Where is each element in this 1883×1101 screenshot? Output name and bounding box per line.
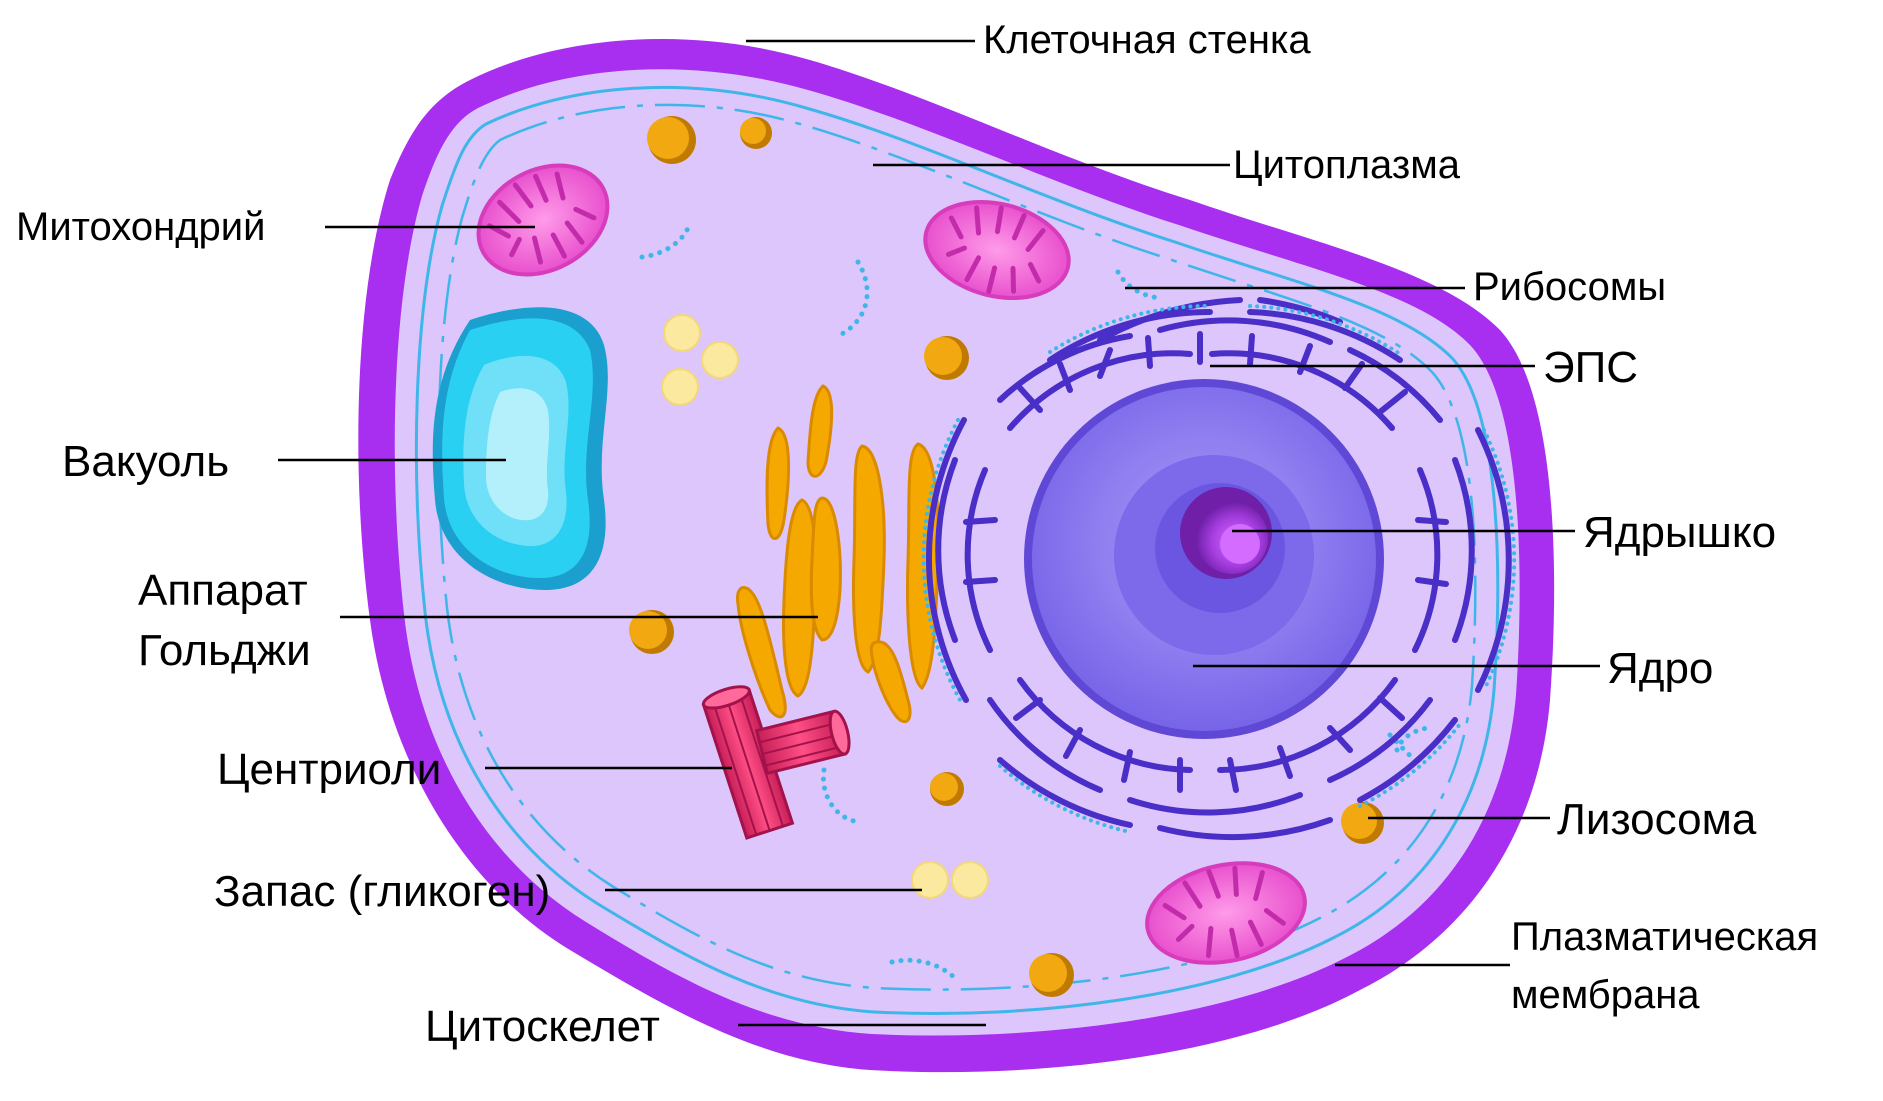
leader-lines [278,39,1600,1027]
label-cytoskeleton: Цитоскелет [425,1002,660,1051]
label-plasma-membrane-line2: мембрана [1511,973,1700,1017]
mitochondrion [1145,861,1307,965]
label-lysosome: Лизосома [1557,795,1757,844]
cytoplasm [394,69,1520,1036]
vacuole [432,307,608,590]
endoplasmic-reticulum [926,297,1512,841]
label-glycogen: Запас (гликоген) [214,867,550,916]
nucleolus [1180,487,1272,579]
label-cell-wall: Клеточная стенка [983,18,1311,62]
label-golgi-line2: Гольджи [138,626,311,675]
centrioles [701,685,851,840]
glycogen-granules [661,314,989,899]
er-ribosomes [921,303,1517,834]
label-centrioles: Центриоли [217,745,441,794]
label-nucleolus: Ядрышко [1583,508,1776,557]
label-er: ЭПС [1543,343,1638,392]
mitochondrion [476,163,610,277]
lysosome [1341,802,1384,844]
label-golgi-line1: Аппарат [138,566,308,615]
cytoplasm-granules [629,116,1074,997]
mitochondrion [923,199,1071,301]
label-vacuole: Вакуоль [62,437,229,486]
label-mitochondrion: Митохондрий [16,205,266,249]
cytoskeleton [437,103,1477,991]
label-plasma-membrane-line1: Плазматическая [1511,915,1818,959]
label-nucleus: Ядро [1607,644,1713,693]
free-ribosomes [639,225,1431,981]
plasma-membrane [414,85,1500,1015]
label-cytoplasm: Цитоплазма [1233,143,1461,187]
label-ribosomes: Рибосомы [1473,265,1666,309]
